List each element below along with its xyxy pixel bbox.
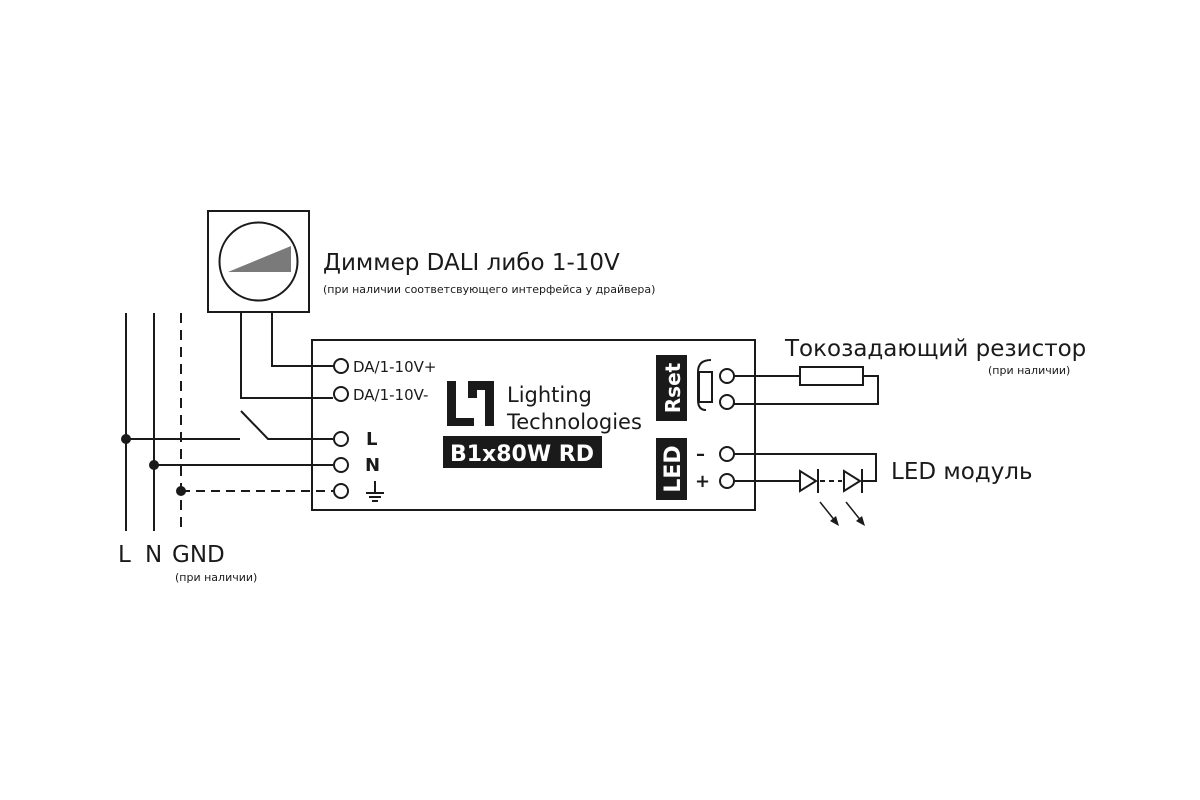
wire-led-minus [734, 453, 877, 482]
led-badge [656, 438, 687, 500]
driver-block: DA/1-10V+ DA/1-10V- L N Lighting Technol… [311, 339, 756, 511]
terminal-led-plus [719, 473, 735, 489]
diode-icon [799, 469, 819, 493]
wire-rset-2 [734, 375, 879, 405]
terminal-n [333, 457, 349, 473]
logo-mark-icon [447, 381, 494, 426]
terminal-l [333, 431, 349, 447]
terminal-da-plus [333, 358, 349, 374]
mains-gnd-label: GND [172, 542, 225, 568]
terminal-da-minus [333, 386, 349, 402]
rset-badge [656, 355, 687, 421]
led-label: LED [661, 445, 686, 492]
model-label: B1x80W RD [450, 442, 594, 467]
terminal-da-minus-label: DA/1-10V- [353, 386, 428, 404]
led-plus-label: + [695, 471, 710, 492]
resistor-title: Токозадающий резистор [784, 336, 1086, 362]
mains-l-label: L [118, 542, 131, 568]
dimmer-note: (при наличии соответсвующего интерфейса … [323, 283, 655, 296]
terminal-led-minus [719, 446, 735, 462]
rset-label: Rset [661, 362, 685, 413]
dimmer-box [207, 210, 310, 313]
led-minus-label: – [696, 444, 705, 465]
dimmer-block: Диммер DALI либо 1-10V (при наличии соот… [207, 210, 655, 313]
mains-n-label: N [145, 542, 162, 568]
wire-dimmer-minus [240, 312, 333, 399]
terminal-n-label: N [365, 455, 380, 476]
dimmer-knob [218, 221, 299, 302]
brand-line2: Technologies [506, 410, 642, 434]
slider-wedge-icon [228, 246, 291, 272]
led-module-title: LED модуль [891, 459, 1033, 485]
diode-icon [843, 469, 863, 493]
light-arrow-icon [819, 501, 839, 526]
mains-gnd-note: (при наличии) [175, 571, 257, 584]
terminal-da-plus-label: DA/1-10V+ [353, 358, 436, 376]
terminal-rset-2 [719, 394, 735, 410]
light-arrow-icon [845, 501, 865, 526]
switch-icon [240, 410, 333, 440]
terminal-l-label: L [366, 429, 377, 450]
ground-icon [366, 481, 384, 502]
led-module-block: LED модуль [734, 453, 1033, 526]
internal-resistor-icon [697, 359, 713, 411]
dimmer-title: Диммер DALI либо 1-10V [323, 250, 620, 276]
resistor-block: Токозадающий резистор (при наличии) [734, 336, 1086, 405]
resistor-note: (при наличии) [988, 364, 1070, 377]
model-badge [443, 436, 602, 468]
resistor-icon [799, 366, 864, 386]
brand-line1: Lighting [507, 383, 592, 407]
terminal-gnd [333, 483, 349, 499]
terminal-rset-1 [719, 368, 735, 384]
driver-box [311, 339, 756, 511]
mains-lines: L N GND (при наличии) [118, 313, 333, 584]
